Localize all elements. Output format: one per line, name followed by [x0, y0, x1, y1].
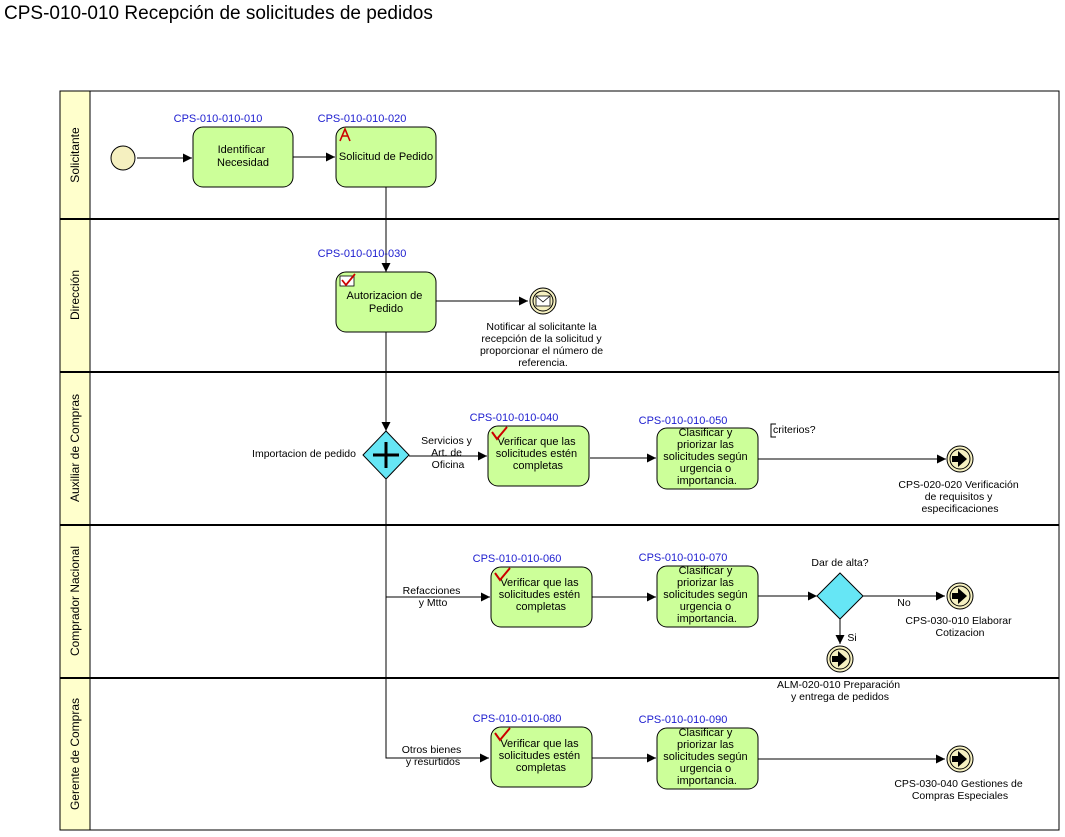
- pool: [59, 90, 1060, 831]
- task-text-line: completas: [513, 460, 564, 472]
- flow-label-otros: Otros bienes y resurtidos: [402, 744, 464, 768]
- check-icon: [494, 567, 511, 582]
- task-text-line: solicitudes según: [663, 589, 747, 601]
- svg-text:Verificar que las solici: Verificar que las solicitudes estén comp…: [496, 436, 580, 472]
- lane-label-comprador-nacional: Comprador Nacional: [68, 546, 82, 656]
- task-text-line: urgencia o: [680, 601, 731, 613]
- decision-gateway[interactable]: [816, 572, 864, 620]
- user-task-icon: [339, 126, 351, 142]
- task-text-line: Necesidad: [217, 157, 269, 169]
- gateway-label: Importacion de pedido: [252, 448, 356, 460]
- decision-gateway-label: Dar de alta?: [811, 557, 868, 569]
- lane-label-auxiliar-compras: Auxiliar de Compras: [68, 394, 82, 502]
- task-text-line: urgencia o: [680, 463, 731, 475]
- task-text-line: completas: [516, 762, 567, 774]
- task-verificar-comprador[interactable]: Verificar que las solicitudes estén comp…: [490, 566, 593, 628]
- task-text-line: Autorizacion de: [347, 290, 423, 302]
- task-text-line: urgencia o: [680, 763, 731, 775]
- lane-label-gerente-compras: Gerente de Compras: [68, 698, 82, 810]
- parallel-gateway[interactable]: [362, 430, 410, 480]
- flow-label-refacciones: Refacciones y Mtto: [403, 585, 464, 609]
- check-icon: [494, 727, 511, 742]
- task-text-line: priorizar las: [677, 577, 734, 589]
- task-identificar-necesidad[interactable]: Identificar Necesidad: [192, 126, 294, 188]
- message-event[interactable]: [529, 287, 557, 315]
- decision-yes-label: Si: [847, 632, 856, 644]
- task-text-line: priorizar las: [677, 439, 734, 451]
- task-clasificar-gerente[interactable]: Clasificar y priorizar las solicitudes s…: [656, 727, 759, 790]
- svg-text:Autorizacion de Pedido: Autorizacion de Pedido: [347, 290, 426, 315]
- check-icon: [491, 426, 508, 441]
- svg-text:Identificar Necesidad: Identificar Necesidad: [217, 144, 269, 169]
- task-text-line: solicitudes estén: [499, 750, 580, 762]
- task-text-line: Identificar: [218, 144, 266, 156]
- end-event-label: ALM-020-010 Preparación y entrega de ped…: [777, 679, 903, 703]
- approval-task-icon: [339, 273, 356, 287]
- flow-label-servicios: Servicios y Art. de Oficina: [421, 435, 475, 471]
- decision-no-label: No: [897, 597, 911, 609]
- annotation-criterios: criterios?: [770, 423, 816, 438]
- task-text-line: Clasificar y: [679, 427, 733, 439]
- task-clasificar-auxiliar[interactable]: Clasificar y priorizar las solicitudes s…: [656, 427, 759, 490]
- task-text-line: priorizar las: [677, 739, 734, 751]
- task-text-line: Solicitud de Pedido: [339, 151, 433, 163]
- task-text-line: Verificar que las: [500, 738, 579, 750]
- end-event-label: CPS-020-020 Verificación de requisitos y…: [898, 479, 1021, 515]
- svg-text:Clasificar y priorizar l: Clasificar y priorizar las solicitudes s…: [663, 565, 750, 625]
- task-code-label: CPS-010-010-050: [639, 415, 728, 427]
- lane-label-direccion: Dirección: [68, 270, 82, 320]
- message-event-label: Notificar al solicitante la recepción de…: [480, 321, 606, 369]
- task-text-line: importancia.: [677, 775, 737, 787]
- task-code-label: CPS-010-010-070: [639, 552, 728, 564]
- svg-text:criterios?: criterios?: [773, 424, 816, 436]
- svg-text:Clasificar y priorizar l: Clasificar y priorizar las solicitudes s…: [663, 727, 750, 787]
- task-code-label: CPS-010-010-020: [318, 113, 407, 125]
- task-code-label: CPS-010-010-030: [318, 248, 407, 260]
- task-text-line: solicitudes estén: [499, 589, 580, 601]
- task-autorizacion-de-pedido[interactable]: Autorizacion de Pedido: [335, 271, 437, 333]
- end-event-label: CPS-030-010 Elaborar Cotizacion: [905, 615, 1014, 639]
- task-verificar-gerente[interactable]: Verificar que las solicitudes estén comp…: [490, 726, 593, 788]
- task-text-line: solicitudes según: [663, 451, 747, 463]
- svg-text:Solicitud de Pedido: Solicitud de Pedido: [339, 151, 433, 163]
- start-event[interactable]: [110, 145, 136, 171]
- svg-text:Verificar que las solici: Verificar que las solicitudes estén comp…: [499, 738, 583, 774]
- end-event-elaborar-cotizacion[interactable]: [946, 582, 974, 610]
- task-text-line: Pedido: [369, 303, 403, 315]
- task-text-line: importancia.: [677, 613, 737, 625]
- svg-text:Clasificar y priorizar l: Clasificar y priorizar las solicitudes s…: [663, 427, 750, 487]
- task-code-label: CPS-010-010-010: [174, 113, 263, 125]
- end-event-verificacion[interactable]: [946, 445, 974, 473]
- page-title: CPS-010-010 Recepción de solicitudes de …: [4, 3, 433, 24]
- task-text-line: solicitudes estén: [496, 448, 577, 460]
- task-text-line: Clasificar y: [679, 565, 733, 577]
- svg-text:Verificar que las solici: Verificar que las solicitudes estén comp…: [499, 577, 583, 613]
- task-text-line: completas: [516, 601, 567, 613]
- lane-label-solicitante: Solicitante: [68, 127, 82, 183]
- task-code-label: CPS-010-010-090: [639, 714, 728, 726]
- task-text-line: Verificar que las: [497, 436, 576, 448]
- task-text-line: solicitudes según: [663, 751, 747, 763]
- task-code-label: CPS-010-010-060: [473, 553, 562, 565]
- task-solicitud-de-pedido[interactable]: Solicitud de Pedido: [335, 126, 437, 188]
- task-text-line: Clasificar y: [679, 727, 733, 739]
- task-text-line: importancia.: [677, 475, 737, 487]
- task-code-label: CPS-010-010-080: [473, 713, 562, 725]
- task-clasificar-comprador[interactable]: Clasificar y priorizar las solicitudes s…: [656, 565, 759, 628]
- sequence-flows: [137, 152, 946, 764]
- end-event-label: CPS-030-040 Gestiones de Compras Especia…: [894, 778, 1025, 802]
- task-text-line: Verificar que las: [500, 577, 579, 589]
- task-code-label: CPS-010-010-040: [470, 412, 559, 424]
- end-event-preparacion[interactable]: [826, 645, 854, 673]
- task-verificar-auxiliar[interactable]: Verificar que las solicitudes estén comp…: [487, 425, 590, 487]
- end-event-compras-especiales[interactable]: [946, 745, 974, 773]
